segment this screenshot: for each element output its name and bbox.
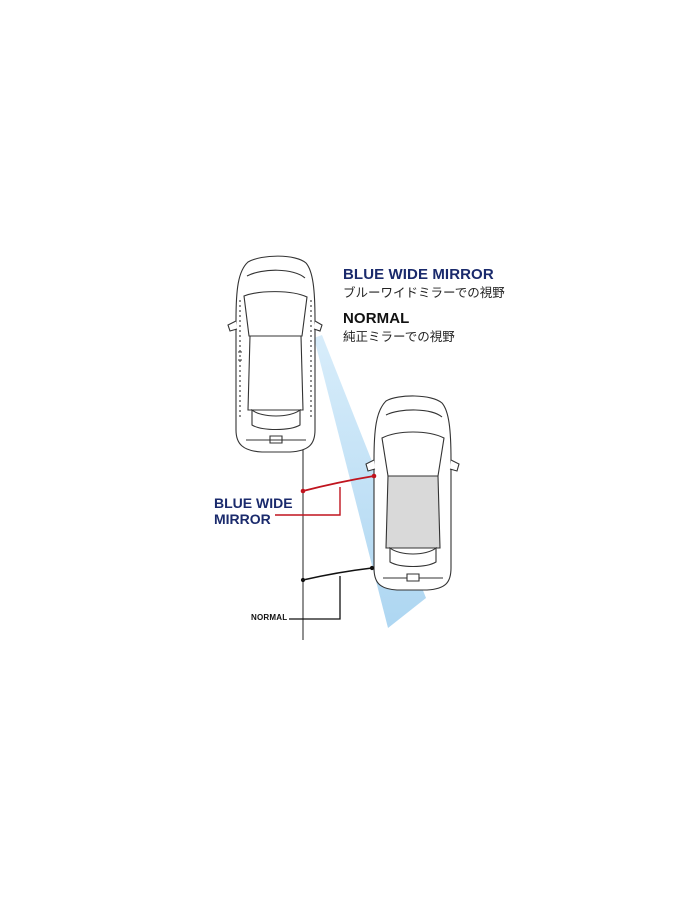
blue-wide-indicator (275, 473, 377, 516)
normal-end-dot (369, 565, 375, 571)
legend-blue-wide-title: BLUE WIDE MIRROR (343, 266, 494, 283)
normal-indicator (289, 565, 375, 620)
blue-wide-leader (275, 487, 341, 516)
blue-wide-start-dot (300, 488, 306, 494)
normal-callout: NORMAL (251, 613, 288, 622)
blue-wide-arc (302, 475, 375, 492)
blue-wide-callout-line2: MIRROR (214, 511, 271, 527)
normal-start-dot (300, 577, 306, 583)
blue-wide-callout: BLUE WIDE MIRROR (214, 495, 314, 527)
legend-normal-title: NORMAL (343, 310, 410, 327)
adjacent-car (365, 395, 460, 591)
normal-arc (302, 567, 373, 581)
own-car (227, 255, 323, 453)
blue-wide-callout-line1: BLUE WIDE (214, 495, 293, 511)
legend-blue-wide-jp: ブルーワイドミラーでの視野 (343, 285, 505, 300)
legend: BLUE WIDE MIRROR ブルーワイドミラーでの視野 NORMAL 純正… (343, 266, 505, 345)
legend-normal-jp: 純正ミラーでの視野 (343, 329, 455, 344)
blue-wide-end-dot (371, 473, 377, 479)
normal-leader (289, 576, 341, 620)
